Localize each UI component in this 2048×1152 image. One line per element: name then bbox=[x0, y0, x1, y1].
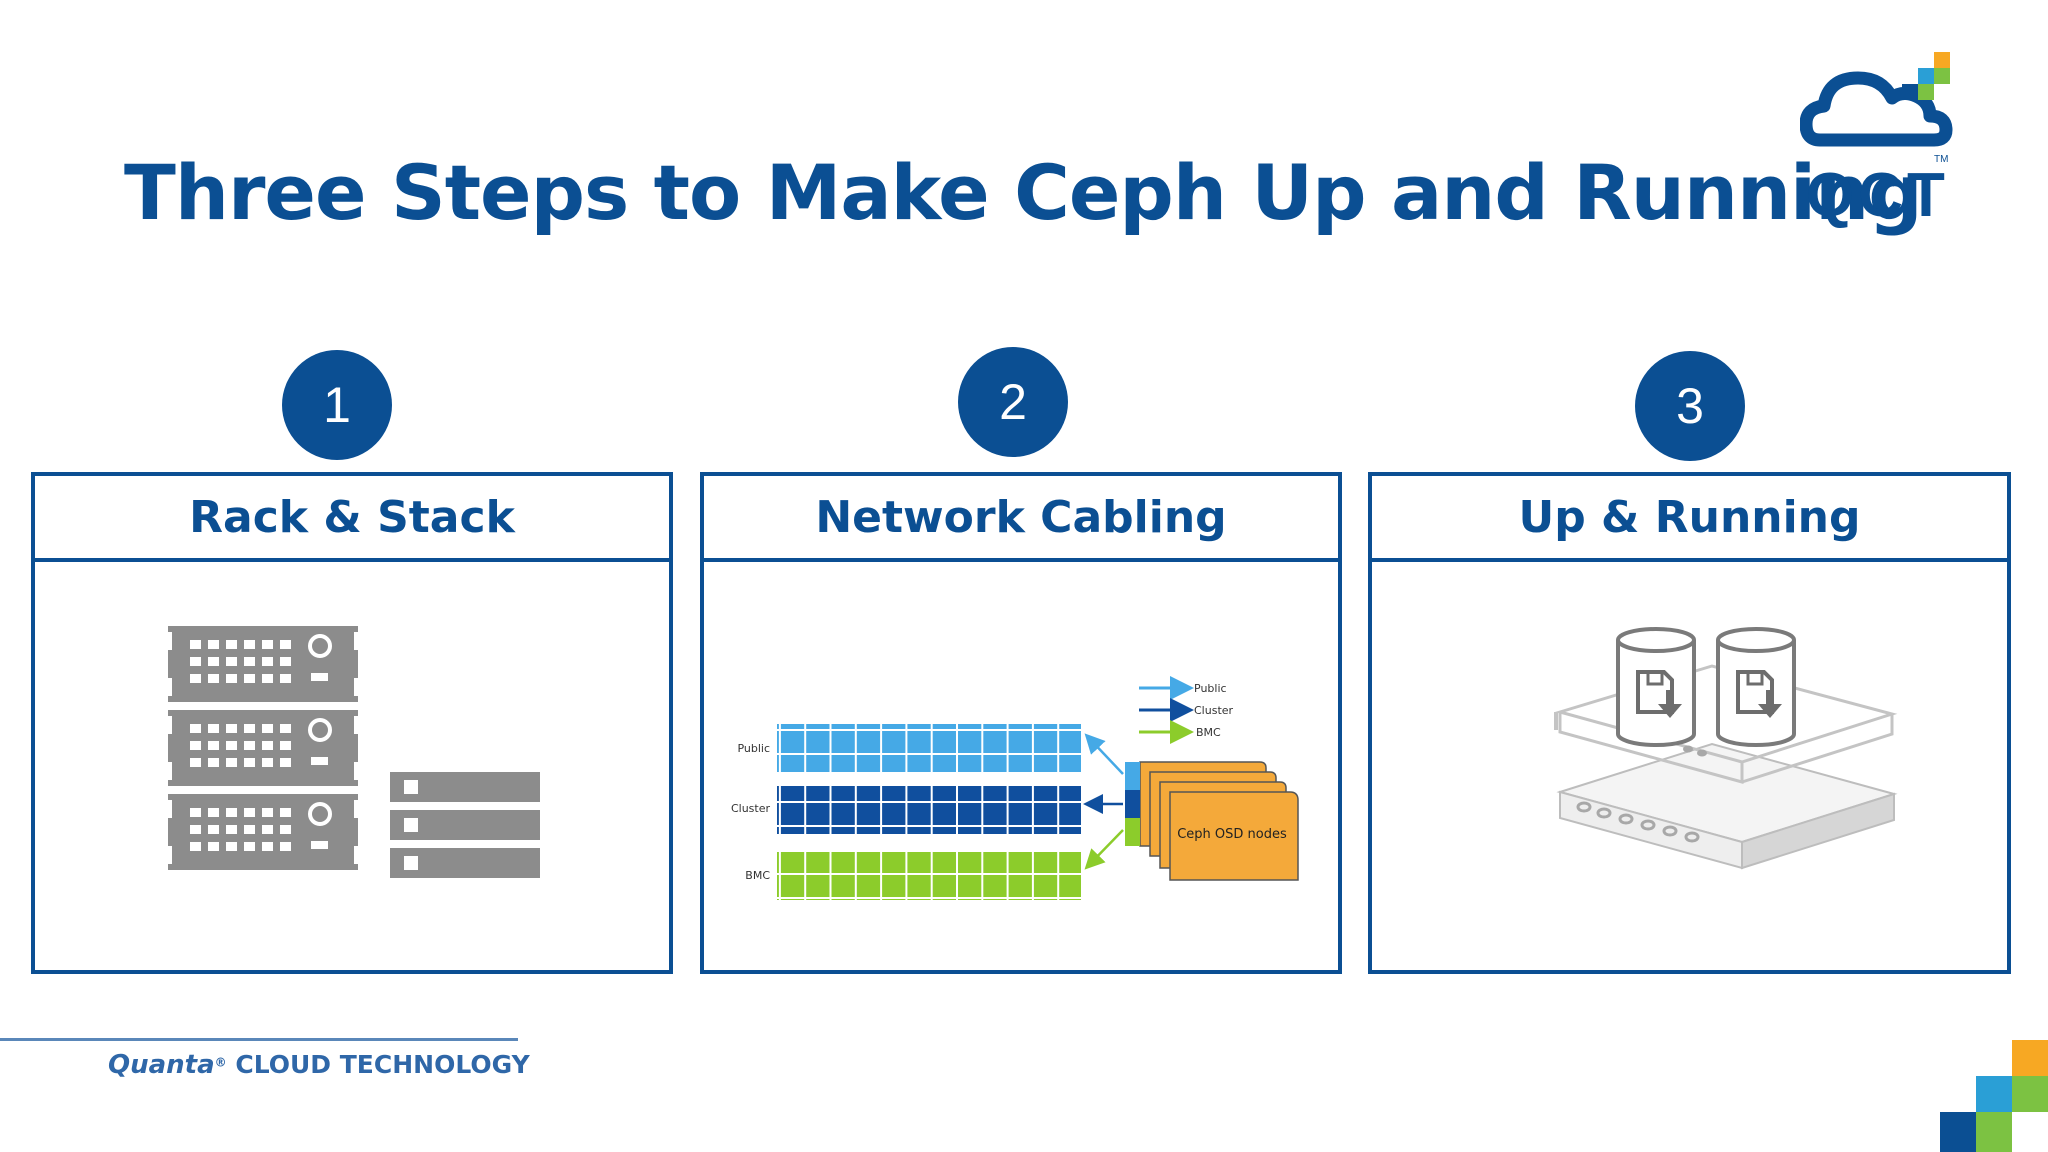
legend-public: Public bbox=[1194, 682, 1227, 695]
footer-brand-text: Quanta® CLOUD TECHNOLOGY bbox=[108, 1050, 530, 1080]
legend-cluster: Cluster bbox=[1194, 704, 1234, 717]
card-title: Rack & Stack bbox=[35, 476, 669, 562]
step-card-rack-stack: Rack & Stack bbox=[31, 472, 673, 974]
footer-brand: Quanta bbox=[108, 1050, 215, 1080]
qct-logo: QCT TM bbox=[1800, 52, 1953, 230]
storage-server-icon bbox=[1554, 627, 1898, 870]
step-card-network-cabling: Network Cabling bbox=[700, 472, 1342, 974]
osd-nodes-label: Ceph OSD nodes bbox=[1177, 827, 1287, 842]
card-body bbox=[1372, 562, 2007, 974]
server-chassis-icon bbox=[1556, 742, 1898, 870]
server-rack-icon bbox=[166, 624, 540, 878]
footer-trademark: ® bbox=[214, 1055, 227, 1070]
cloud-icon bbox=[1800, 71, 1953, 147]
footer-company: CLOUD TECHNOLOGY bbox=[226, 1050, 530, 1079]
logo-text: QCT bbox=[1806, 161, 1949, 230]
step-3-number: 3 bbox=[1635, 351, 1745, 461]
logo-trademark: TM bbox=[1934, 154, 1948, 165]
network-diagram-icon: Public Cluster BMC Public Cluster BMC Ce… bbox=[731, 676, 1299, 900]
row-label-public: Public bbox=[737, 742, 770, 755]
card-body bbox=[35, 562, 669, 974]
database-icon bbox=[1716, 627, 1796, 747]
row-label-cluster: Cluster bbox=[731, 802, 771, 815]
step-2-number: 2 bbox=[958, 347, 1068, 457]
corner-squares-decoration bbox=[1940, 1040, 2048, 1152]
database-icon bbox=[1616, 627, 1696, 747]
slide-title: Three Steps to Make Ceph Up and Running bbox=[124, 148, 1923, 237]
row-label-bmc: BMC bbox=[745, 869, 770, 882]
footer-divider bbox=[0, 1038, 518, 1041]
server-tray-icon bbox=[1554, 664, 1898, 784]
ceph-osd-nodes: Ceph OSD nodes bbox=[1139, 761, 1299, 881]
card-title: Network Cabling bbox=[704, 476, 1338, 562]
card-body: Public Cluster BMC Public Cluster BMC Ce… bbox=[704, 562, 1338, 974]
legend-bmc: BMC bbox=[1196, 726, 1221, 739]
step-card-up-running: Up & Running bbox=[1368, 472, 2011, 974]
step-1-number: 1 bbox=[282, 350, 392, 460]
card-title: Up & Running bbox=[1372, 476, 2007, 562]
